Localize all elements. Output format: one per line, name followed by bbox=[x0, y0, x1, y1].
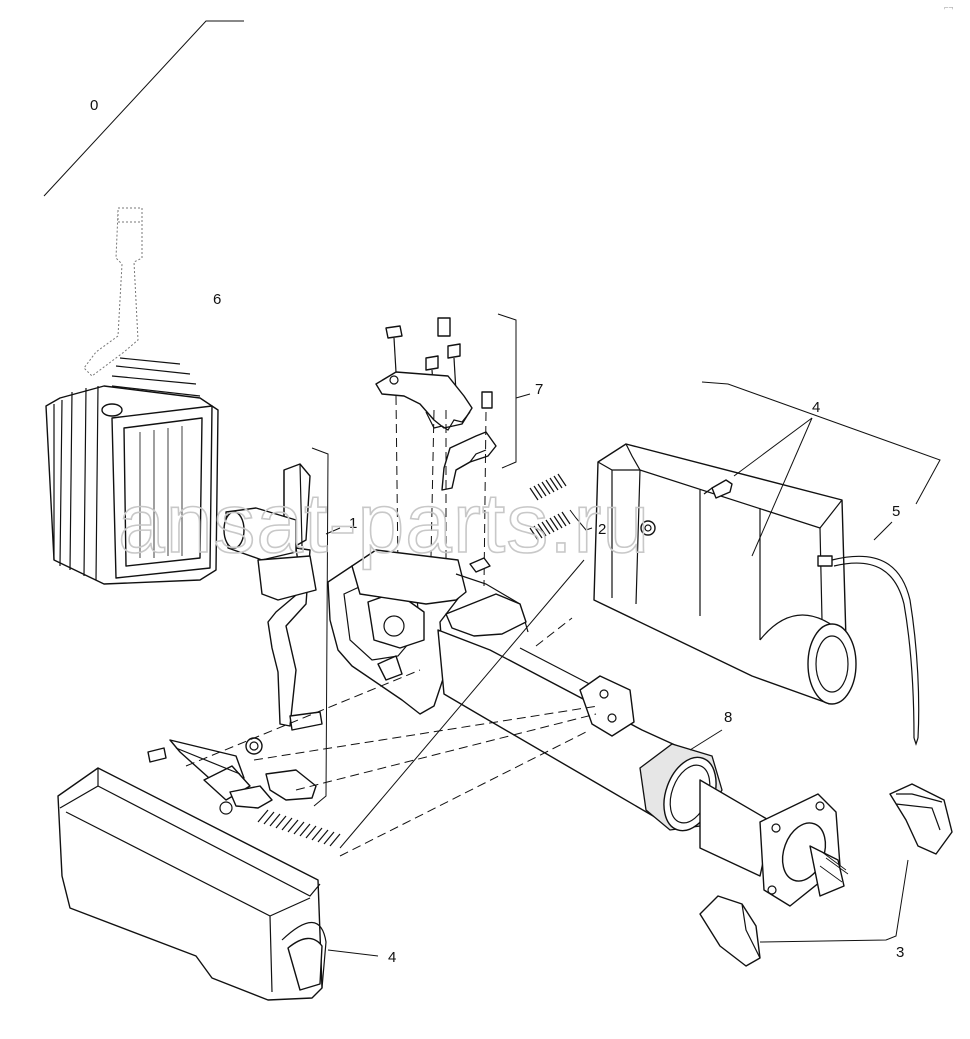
part-7-pins-and-plates bbox=[375, 313, 531, 607]
corner-mark: ⌐¬ bbox=[944, 3, 954, 12]
callout-4-upper: 4 bbox=[812, 399, 820, 416]
callout-5: 5 bbox=[892, 503, 900, 520]
callout-4-lower: 4 bbox=[388, 949, 396, 966]
callout-3: 3 bbox=[896, 944, 904, 961]
part-2-springs bbox=[469, 473, 593, 573]
part-4-screw bbox=[703, 479, 733, 499]
leader-4-upper bbox=[701, 381, 941, 557]
callout-0: 0 bbox=[90, 97, 98, 114]
part-6-rubber-boot bbox=[45, 207, 219, 585]
leader-0 bbox=[43, 20, 244, 197]
watermark: ansat-parts.ru bbox=[118, 476, 650, 570]
callout-7: 7 bbox=[535, 381, 543, 398]
part-4-upper-cover bbox=[593, 443, 857, 705]
column-housing-assembly bbox=[327, 549, 849, 907]
callout-1: 1 bbox=[349, 515, 357, 532]
part-2-lower-spring bbox=[257, 559, 585, 849]
callout-2: 2 bbox=[598, 521, 606, 538]
part-1-shift-lever bbox=[147, 447, 599, 857]
part-5-cable-tie bbox=[817, 521, 920, 746]
callout-8: 8 bbox=[724, 709, 732, 726]
part-3-bushing-halves bbox=[699, 783, 953, 967]
callout-6: 6 bbox=[213, 291, 221, 308]
callout-labels: 0 1 2 3 4 4 5 6 7 8 bbox=[90, 97, 904, 966]
part-4-lower-cover bbox=[57, 767, 379, 1001]
